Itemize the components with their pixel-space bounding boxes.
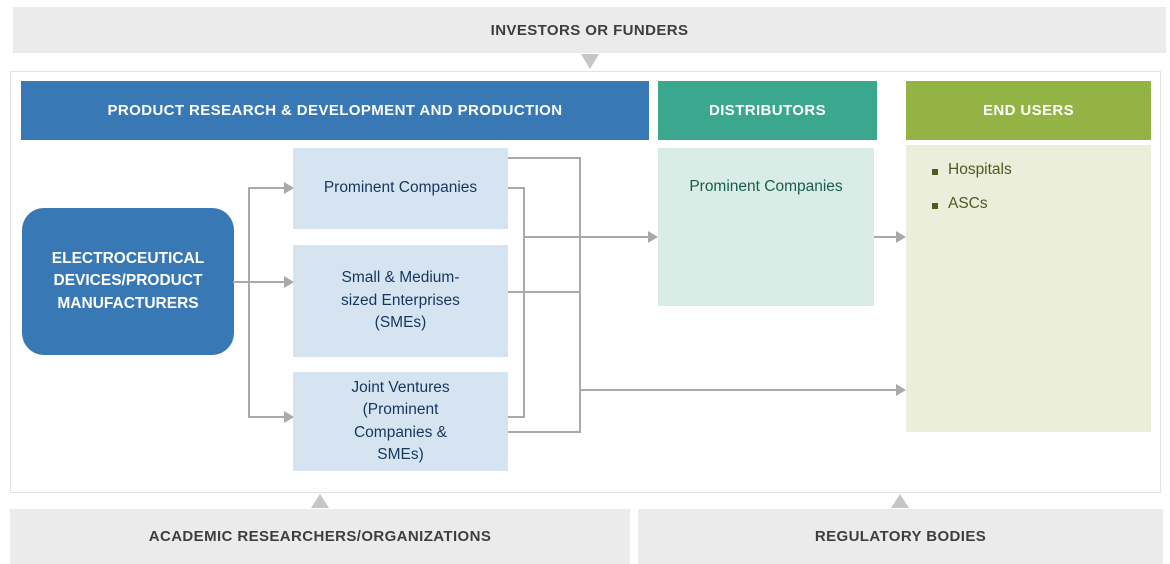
end-user-item: Hospitals (932, 161, 1139, 179)
arrowhead-to-joint-ventures (284, 411, 294, 423)
producer-box-label: Joint Ventures (Prominent Companies & SM… (351, 378, 450, 463)
header-distributors-label: DISTRIBUTORS (708, 102, 827, 119)
main-frame (10, 71, 1161, 493)
header-distributors: DISTRIBUTORS (658, 81, 877, 140)
connector-producers-to-endusers (579, 389, 897, 391)
end-user-item-label: ASCs (948, 195, 988, 212)
connector-to-joint-ventures (248, 416, 284, 418)
manufacturers-label: ELECTROCEUTICAL DEVICES/PRODUCT MANUFACT… (51, 249, 205, 312)
end-users-box: Hospitals ASCs (906, 145, 1151, 432)
connector-smes-stub (508, 291, 580, 293)
manufacturers-box: ELECTROCEUTICAL DEVICES/PRODUCT MANUFACT… (22, 208, 234, 355)
end-user-item: ASCs (932, 195, 1139, 213)
producer-box-prominent-companies: Prominent Companies (293, 148, 508, 229)
connector-collector-inner (523, 187, 525, 418)
header-end-users-label: END USERS (982, 102, 1075, 119)
header-rnd: PRODUCT RESEARCH & DEVELOPMENT AND PRODU… (21, 81, 649, 140)
distributors-box: Prominent Companies (658, 148, 874, 306)
producer-box-label: Prominent Companies (323, 179, 478, 197)
connector-to-prominent (248, 187, 284, 189)
distributors-box-label: Prominent Companies (689, 178, 843, 195)
square-bullet-icon (932, 203, 938, 209)
end-user-item-label: Hospitals (948, 161, 1012, 178)
producer-box-joint-ventures: Joint Ventures (Prominent Companies & SM… (293, 372, 508, 471)
regulatory-banner-label: REGULATORY BODIES (814, 528, 987, 545)
producer-box-label: Small & Medium-sized Enterprises (SMEs) (341, 269, 460, 332)
academic-banner-label: ACADEMIC RESEARCHERS/ORGANIZATIONS (148, 528, 492, 545)
connector-collector-outer (579, 157, 581, 433)
connector-prominent-top-stub (508, 157, 580, 159)
arrowhead-to-smes (284, 276, 294, 288)
investors-banner-label: INVESTORS OR FUNDERS (490, 21, 689, 39)
arrowhead-to-prominent (284, 182, 294, 194)
connector-to-smes (248, 281, 284, 283)
arrow-up-icon-regulatory (891, 494, 909, 508)
investors-banner: INVESTORS OR FUNDERS (13, 7, 1166, 53)
connector-distributors-to-endusers (874, 236, 897, 238)
arrow-down-icon (581, 54, 599, 69)
arrowhead-producers-to-endusers (896, 384, 906, 396)
square-bullet-icon (932, 169, 938, 175)
header-rnd-label: PRODUCT RESEARCH & DEVELOPMENT AND PRODU… (107, 102, 563, 119)
connector-prominent-mid-stub (508, 187, 525, 189)
connector-jv-bottom-stub (508, 431, 580, 433)
connector-left-vertical (248, 188, 250, 418)
arrowhead-to-distributors (648, 231, 658, 243)
producer-box-smes: Small & Medium-sized Enterprises (SMEs) (293, 245, 508, 357)
arrow-up-icon-academic (311, 494, 329, 508)
regulatory-banner: REGULATORY BODIES (638, 509, 1163, 564)
academic-banner: ACADEMIC RESEARCHERS/ORGANIZATIONS (10, 509, 630, 564)
connector-jv-top-stub (508, 416, 525, 418)
connector-mfg-stub (233, 281, 250, 283)
header-end-users: END USERS (906, 81, 1151, 140)
connector-to-distributors (523, 236, 648, 238)
arrowhead-distributors-to-endusers (896, 231, 906, 243)
